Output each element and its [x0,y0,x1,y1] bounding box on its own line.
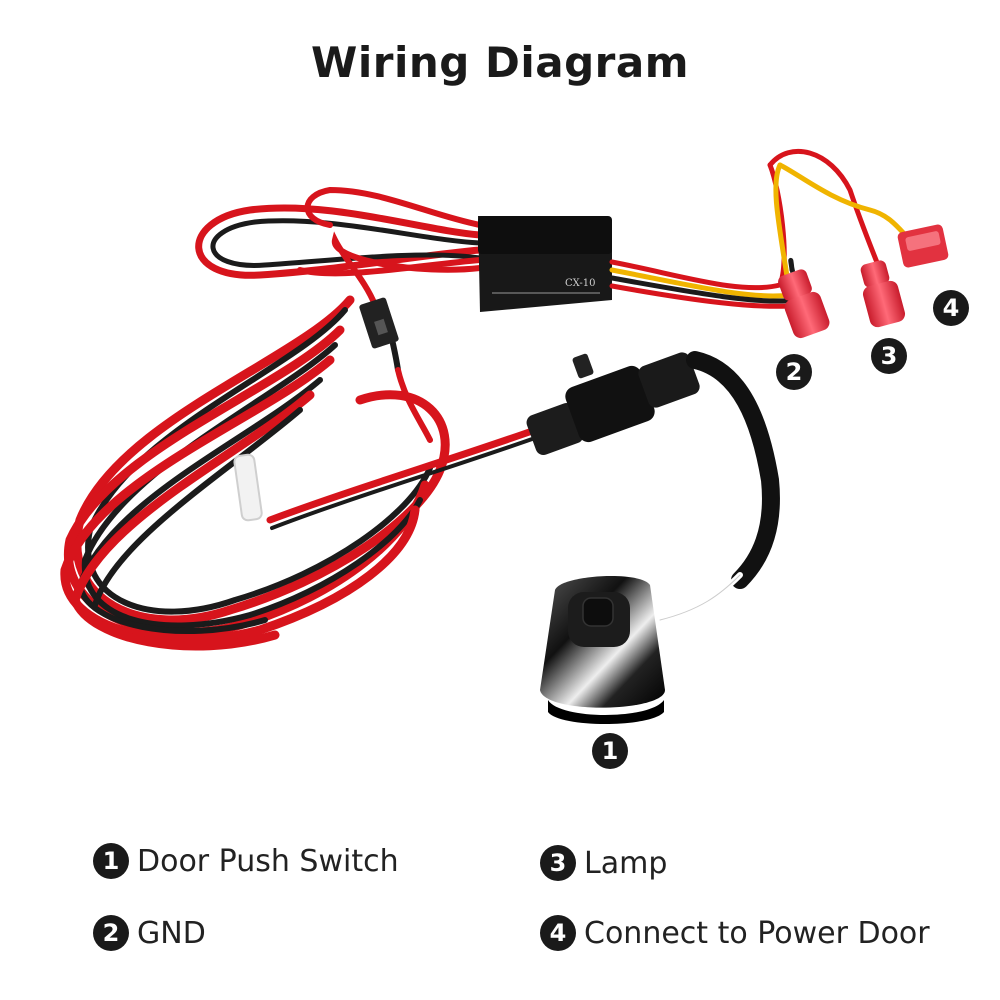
callout-badge-3: 3 [871,338,907,374]
legend-badge: 2 [93,915,129,951]
two-pin-connector [359,297,399,349]
legend-badge: 1 [93,843,129,879]
legend-item-3: 3 Lamp [540,845,667,881]
waterproof-connector [526,352,700,456]
terminal-gnd [778,269,830,339]
legend-item-4: 4 Connect to Power Door [540,915,930,951]
terminal-power-door [897,224,949,268]
callout-badge-4: 4 [933,290,969,326]
door-push-switch [540,575,665,724]
control-module: CX-10 [478,216,612,312]
lead-to-sensor [266,426,539,530]
page-title: Wiring Diagram [311,38,689,87]
terminal-lamp [860,260,906,328]
legend-label: Door Push Switch [137,843,399,879]
legend-badge: 4 [540,915,576,951]
wiring-photo: CX-10 [60,148,949,724]
module-label: CX-10 [565,278,596,289]
connector-wires [331,231,483,443]
legend-badge: 3 [540,845,576,881]
legend-label: GND [137,915,206,951]
legend-item-2: 2 GND [93,915,206,951]
cable-coil [60,295,450,651]
legend-label: Connect to Power Door [584,915,930,951]
callout-badge-2: 2 [776,354,812,390]
legend-label: Lamp [584,845,668,881]
legend-item-1: 1 Door Push Switch [93,843,399,879]
top-loop-wires [195,186,484,279]
switch-cable [686,351,780,589]
callout-badge-1: 1 [592,733,628,769]
zip-tie [233,453,263,522]
